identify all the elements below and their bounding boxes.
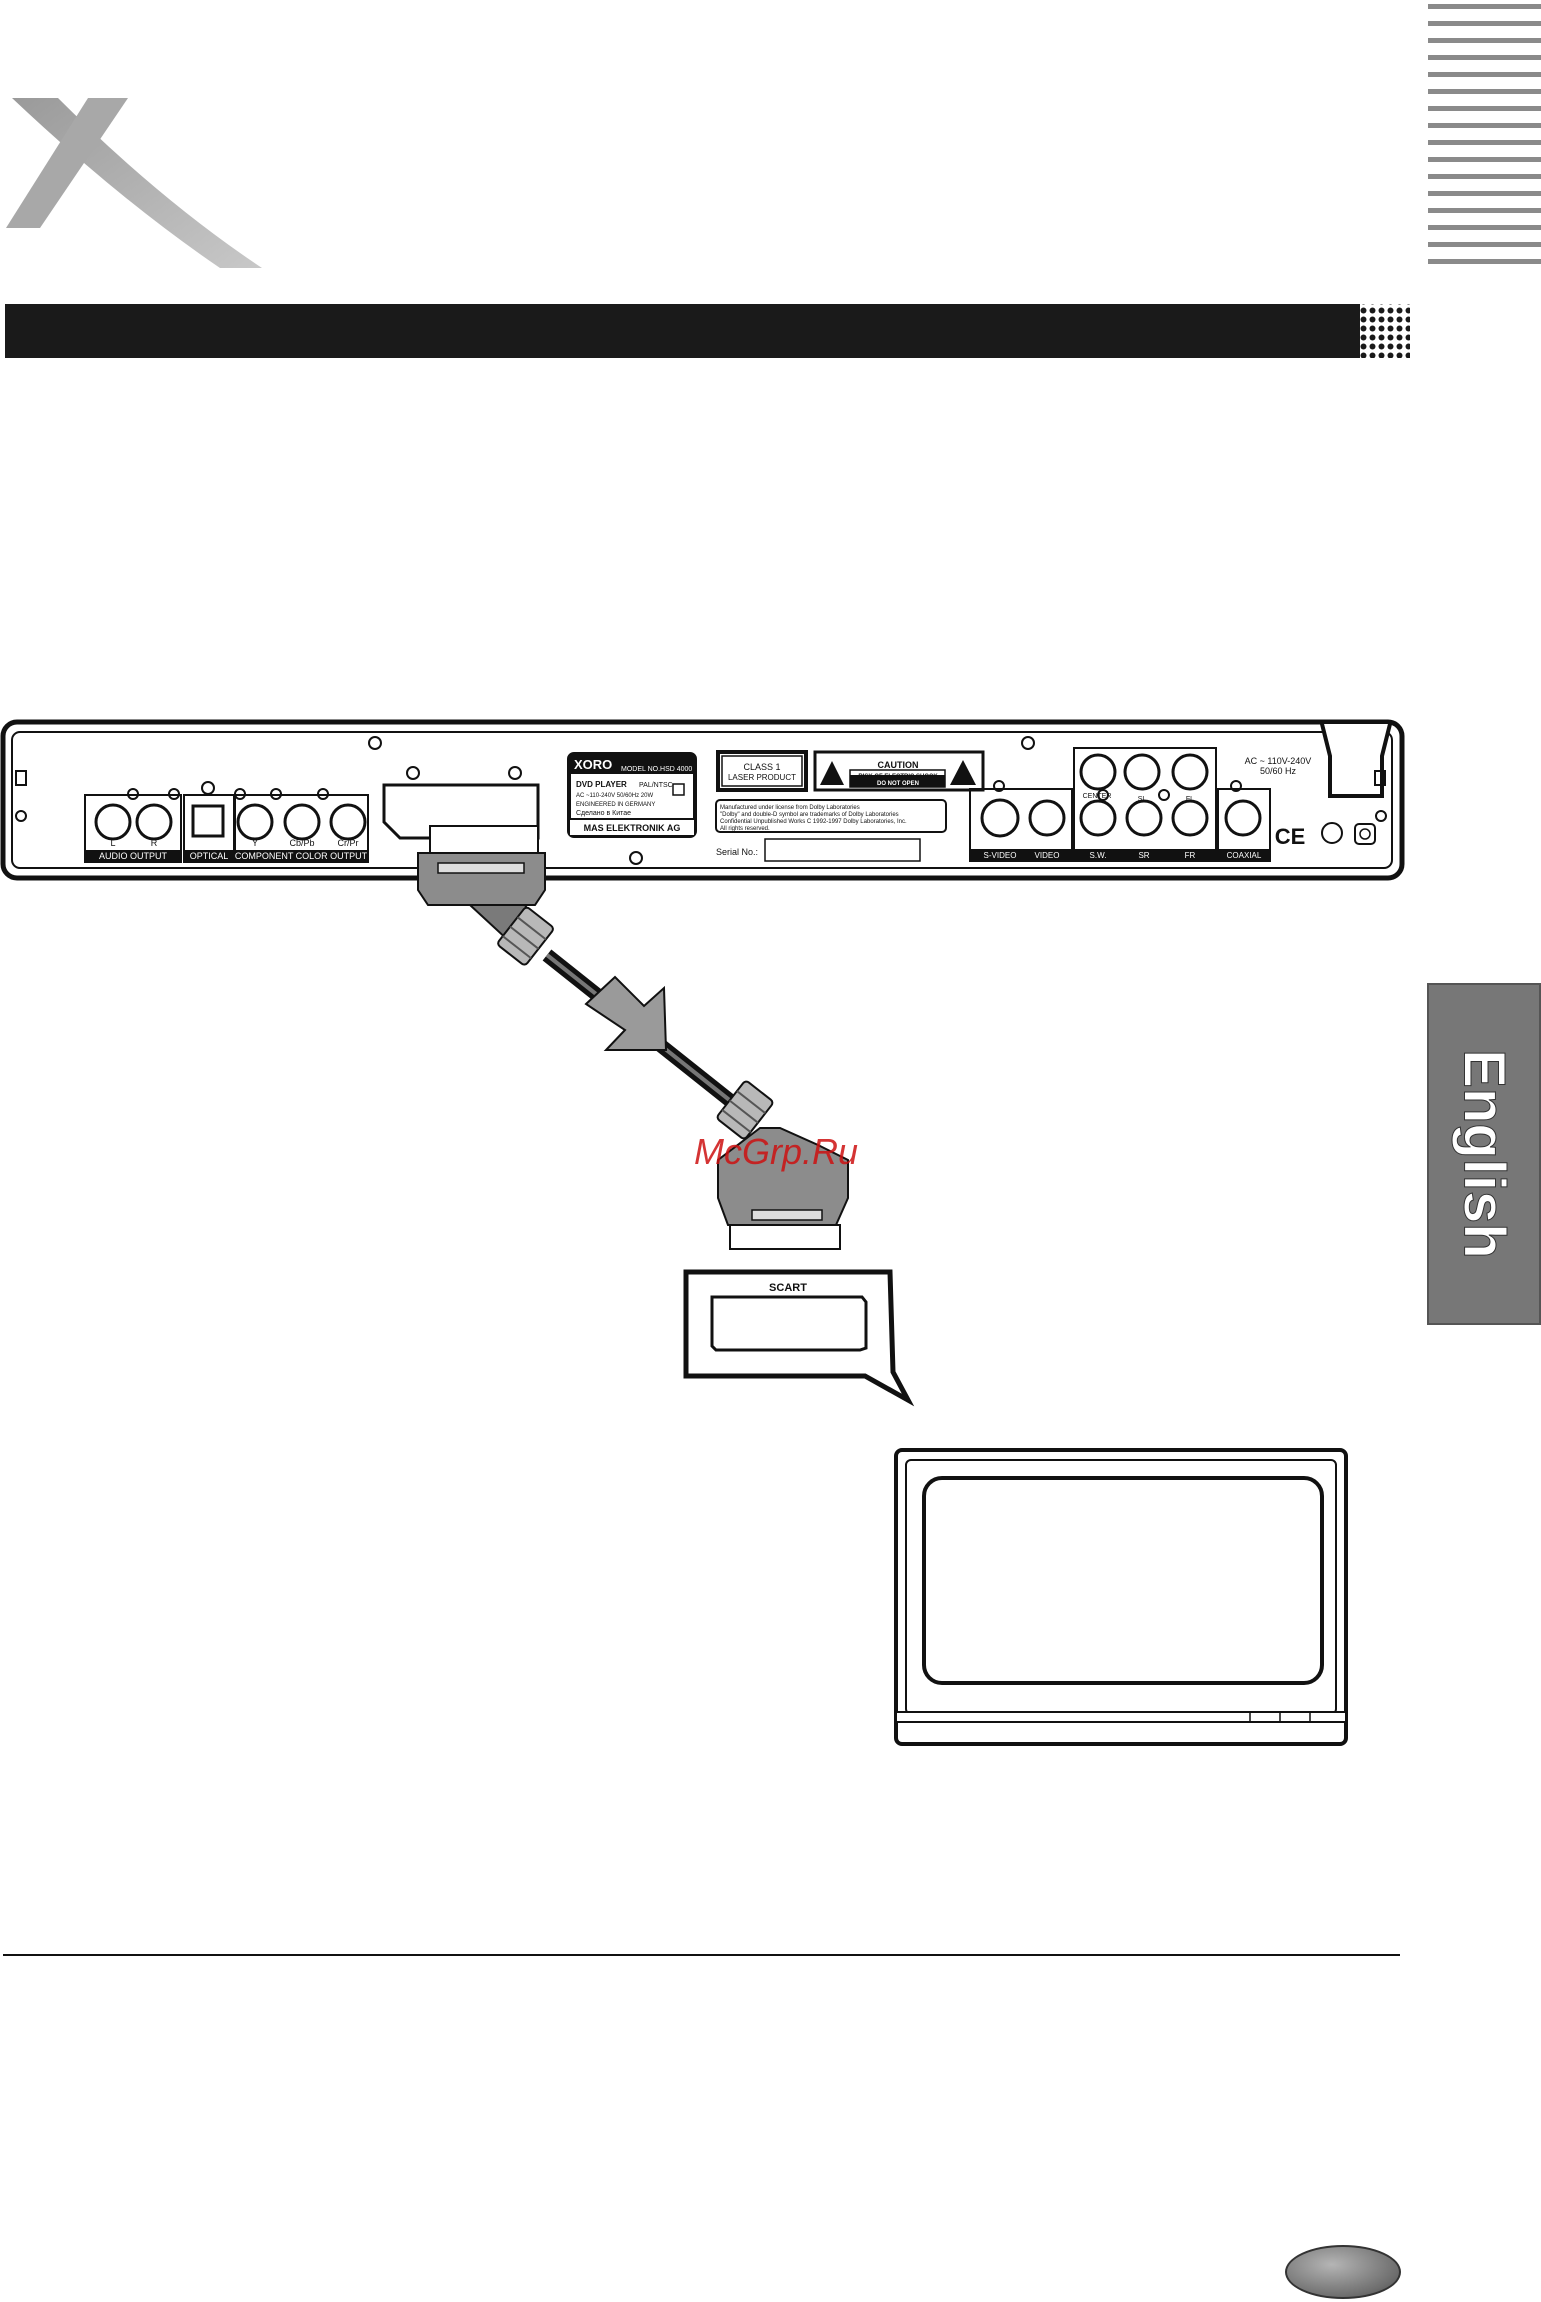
component-y-label: Y: [252, 838, 258, 848]
audio-output-label: AUDIO OUTPUT: [99, 851, 168, 861]
rating-power: AC ~110-240V 50/60Hz 20W: [576, 793, 653, 799]
stripe: [1428, 72, 1541, 77]
power-line1: AC ~ 110V-240V: [1245, 756, 1312, 766]
serial-label: Serial No.:: [716, 847, 758, 857]
rating-made-in: Сделано в Китае: [576, 810, 631, 817]
center-label: CENTER: [1083, 793, 1112, 800]
caution-line2: DO NOT OPEN: [877, 781, 919, 787]
caution-line1: RISK OF ELECTRIC SHOCK: [858, 774, 938, 780]
component-output-label: COMPONENT COLOR OUTPUT: [235, 851, 368, 861]
video-label: VIDEO: [1035, 851, 1060, 860]
stripe: [1428, 259, 1541, 264]
component-cr-label: Cr/Pr: [338, 838, 359, 848]
dolby-line3: Confidential Unpublished Works C 1992-19…: [720, 819, 907, 825]
watermark: McGrp.Ru: [694, 1131, 858, 1172]
stripe: [1428, 38, 1541, 43]
stripe: [1428, 123, 1541, 128]
coaxial-label: COAXIAL: [1227, 851, 1262, 860]
rating-model: MODEL NO.HSD 4000: [621, 766, 692, 773]
stripe: [1428, 140, 1541, 145]
optical-label: OPTICAL: [190, 851, 229, 861]
title-bar: [5, 304, 1410, 358]
rating-company: MAS ELEKTRONIK AG: [584, 823, 681, 833]
fl-label: FL: [1186, 796, 1194, 803]
dolby-line1: Manufactured under license from Dolby La…: [720, 805, 860, 811]
rating-system: PAL/NTSC: [639, 782, 673, 789]
page-number-badge: [1285, 2245, 1401, 2299]
television: [894, 1448, 1348, 1746]
stripe: [1428, 21, 1541, 26]
sr-label: SR: [1138, 851, 1149, 860]
ce-mark: CE: [1275, 824, 1306, 849]
dolby-line4: All rights reserved.: [720, 826, 770, 832]
dvd-back-panel: [0, 719, 1405, 881]
lower-scart-plug: [716, 1080, 849, 1250]
rating-product: DVD PLAYER: [576, 780, 627, 789]
svideo-label: S-VIDEO: [984, 851, 1017, 860]
stripe: [1428, 89, 1541, 94]
language-tab-label: English: [1451, 1049, 1517, 1259]
stripe: [1428, 55, 1541, 60]
caution-title: CAUTION: [878, 760, 919, 770]
power-line2: 50/60 Hz: [1260, 766, 1297, 776]
upper-scart-plug: [417, 825, 554, 966]
audio-r-label: R: [151, 838, 158, 848]
stripe: [1428, 106, 1541, 111]
audio-l-label: L: [110, 838, 115, 848]
dolby-line2: "Dolby" and double-D symbol are trademar…: [720, 812, 899, 818]
scart-label: SCART: [769, 1282, 807, 1294]
sl-label: SL: [1138, 796, 1147, 803]
fr-label: FR: [1185, 851, 1196, 860]
scart-callout: [683, 1269, 915, 1407]
rating-brand: XORO: [574, 757, 612, 772]
stripe: [1428, 225, 1541, 230]
stripe: [1428, 191, 1541, 196]
scart-cable: [542, 949, 757, 1124]
component-cb-label: Cb/Pb: [289, 838, 314, 848]
stripe: [1428, 174, 1541, 179]
stripe: [1428, 157, 1541, 162]
language-tab[interactable]: English: [1427, 983, 1541, 1325]
stripe: [1428, 242, 1541, 247]
sw-label: S.W.: [1090, 851, 1107, 860]
laser-line2: LASER PRODUCT: [728, 773, 796, 782]
rating-engineered: ENGINEERED IN GERMANY: [576, 802, 655, 808]
stripe: [1428, 4, 1541, 9]
laser-line1: CLASS 1: [743, 762, 780, 772]
stripe: [1428, 208, 1541, 213]
xoro-logo: [6, 98, 262, 268]
